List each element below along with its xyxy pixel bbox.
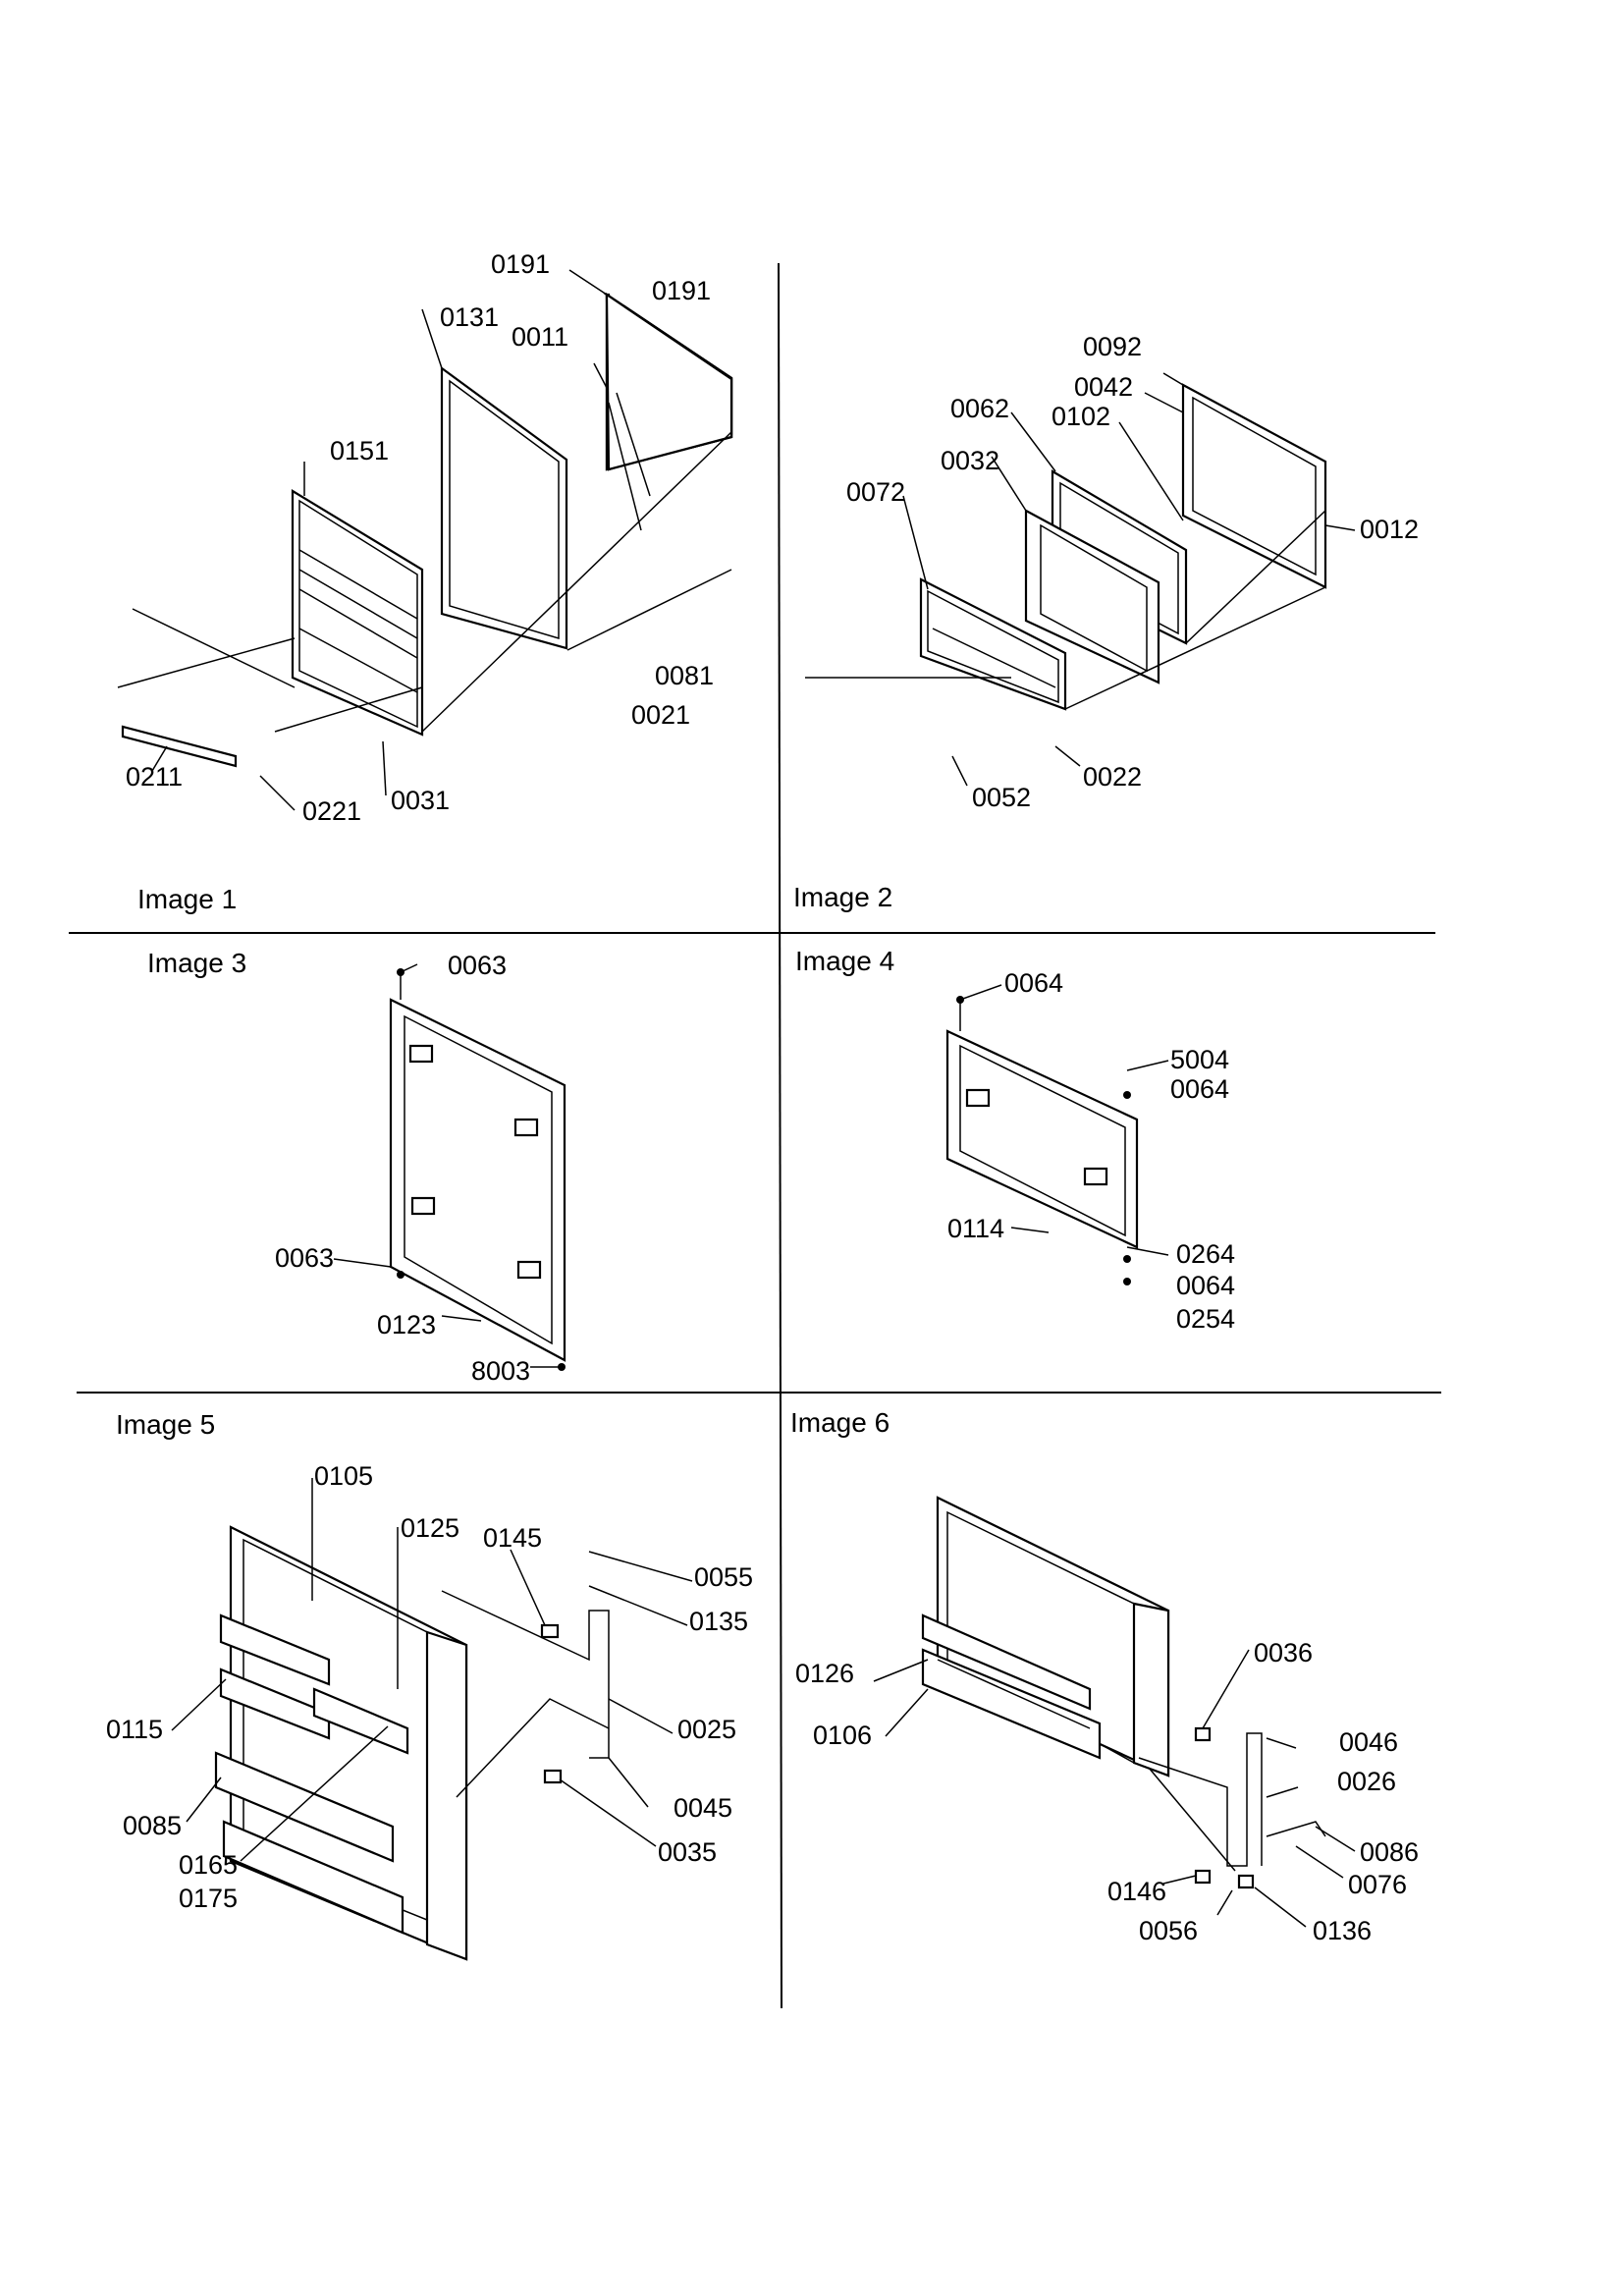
panel-title: Image 4 (795, 946, 894, 976)
label-0011: 0011 (512, 322, 568, 352)
label-0076: 0076 (1348, 1870, 1407, 1899)
label-0026: 0026 (1337, 1767, 1396, 1796)
label-0052: 0052 (972, 783, 1031, 812)
label-0064-mid: 0064 (1170, 1074, 1229, 1104)
label-0025: 0025 (677, 1715, 736, 1744)
panel-image-3: Image 3 0063 0063 0123 8003 (147, 948, 566, 1386)
label-0114: 0114 (947, 1214, 1004, 1243)
label-0221: 0221 (302, 796, 361, 826)
vertical-divider (778, 262, 782, 2009)
label-0063-bottom: 0063 (275, 1243, 334, 1273)
door-bin-bottom (222, 1820, 404, 1935)
panel-image-1: Image 1 0191 0191 (117, 249, 733, 914)
label-0072: 0072 (846, 477, 905, 507)
label-0085: 0085 (123, 1811, 182, 1840)
label-0191-a: 0191 (491, 249, 550, 279)
door-side (1132, 1602, 1170, 1777)
wire-0026 (1138, 1732, 1263, 1867)
freezer-shelf-0126 (921, 1613, 1092, 1711)
hinge-right (1083, 1167, 1108, 1186)
label-0211: 0211 (126, 762, 183, 792)
label-0092: 0092 (1083, 332, 1142, 361)
label-0175: 0175 (179, 1884, 238, 1913)
drawer-frame (945, 1029, 1139, 1249)
label-0045: 0045 (674, 1793, 732, 1823)
panel-image-6: Image 6 0036 0126 0106 0046 0026 0086 00… (790, 1407, 1419, 1945)
label-0021: 0021 (631, 700, 690, 730)
label-0064-top: 0064 (1004, 968, 1063, 998)
hinge-upper-left (408, 1044, 434, 1064)
label-0264: 0264 (1176, 1239, 1235, 1269)
label-0064-bottom: 0064 (1176, 1271, 1235, 1300)
panel-title: Image 6 (790, 1407, 890, 1438)
label-0046: 0046 (1339, 1727, 1398, 1757)
label-0063-top: 0063 (448, 951, 507, 980)
hinge-upper-right (513, 1118, 539, 1137)
inner-liner-0151 (291, 489, 424, 737)
label-0081: 0081 (655, 661, 714, 690)
label-0035: 0035 (658, 1837, 717, 1867)
label-0254: 0254 (1176, 1304, 1235, 1334)
door-bin-top (219, 1613, 331, 1686)
connector-0145 (540, 1623, 560, 1639)
label-0086: 0086 (1360, 1837, 1419, 1867)
gasket-0131 (440, 365, 568, 650)
label-0151: 0151 (330, 436, 389, 465)
panel-image-4: Image 4 0064 5004 0064 0114 0264 0064 02… (795, 946, 1235, 1334)
label-0055: 0055 (694, 1562, 753, 1592)
frame-0032 (1024, 509, 1160, 684)
label-8003: 8003 (471, 1356, 530, 1386)
label-0191-b: 0191 (652, 276, 711, 305)
panel-title: Image 3 (147, 948, 246, 978)
label-0135: 0135 (689, 1607, 748, 1636)
label-0123: 0123 (377, 1310, 436, 1339)
panel-image-2: Image 2 0092 0042 0102 0062 0032 0072 00… (793, 332, 1419, 912)
door-bin-0085 (214, 1751, 395, 1863)
label-0126: 0126 (795, 1659, 854, 1688)
label-0012: 0012 (1360, 515, 1419, 544)
label-0145: 0145 (483, 1523, 542, 1553)
hinge-lower-left (410, 1196, 436, 1216)
label-0115: 0115 (106, 1715, 163, 1744)
label-0165: 0165 (179, 1850, 238, 1880)
connector-0146 (1194, 1869, 1212, 1885)
panel-title: Image 1 (137, 884, 237, 914)
label-0062: 0062 (950, 394, 1009, 423)
label-0056: 0056 (1139, 1916, 1198, 1945)
shelf-0211 (121, 725, 238, 768)
outer-door-0012 (1181, 383, 1327, 589)
panel-title: Image 5 (116, 1409, 215, 1440)
label-0136: 0136 (1313, 1916, 1372, 1945)
wire-0025 (441, 1590, 610, 1759)
door-panel-0011 (605, 292, 733, 471)
freezer-basket-0106 (921, 1648, 1102, 1760)
label-0106: 0106 (813, 1721, 872, 1750)
label-0125: 0125 (401, 1513, 459, 1543)
hinge-left (965, 1088, 991, 1108)
connector-0036 (1194, 1726, 1212, 1742)
label-5004: 5004 (1170, 1045, 1229, 1074)
label-0022: 0022 (1083, 762, 1142, 792)
door-edge (425, 1630, 468, 1961)
label-0105: 0105 (314, 1461, 373, 1491)
label-0032: 0032 (941, 446, 999, 475)
label-0131: 0131 (440, 302, 499, 332)
grid-dividers (69, 262, 1441, 2009)
door-bin-0125 (312, 1687, 409, 1755)
connector-0136 (1237, 1874, 1255, 1889)
label-0036: 0036 (1254, 1638, 1313, 1667)
hinge-lower-right (516, 1260, 542, 1280)
panel-image-5: Image 5 0105 0125 0145 0055 0135 0025 01… (106, 1409, 753, 1961)
label-0042: 0042 (1074, 372, 1133, 402)
connector-0035 (543, 1769, 563, 1784)
label-0146: 0146 (1107, 1877, 1166, 1906)
door-bin-0115 (219, 1667, 331, 1740)
label-0031: 0031 (391, 786, 450, 815)
label-0102: 0102 (1052, 402, 1110, 431)
panel-title: Image 2 (793, 882, 892, 912)
